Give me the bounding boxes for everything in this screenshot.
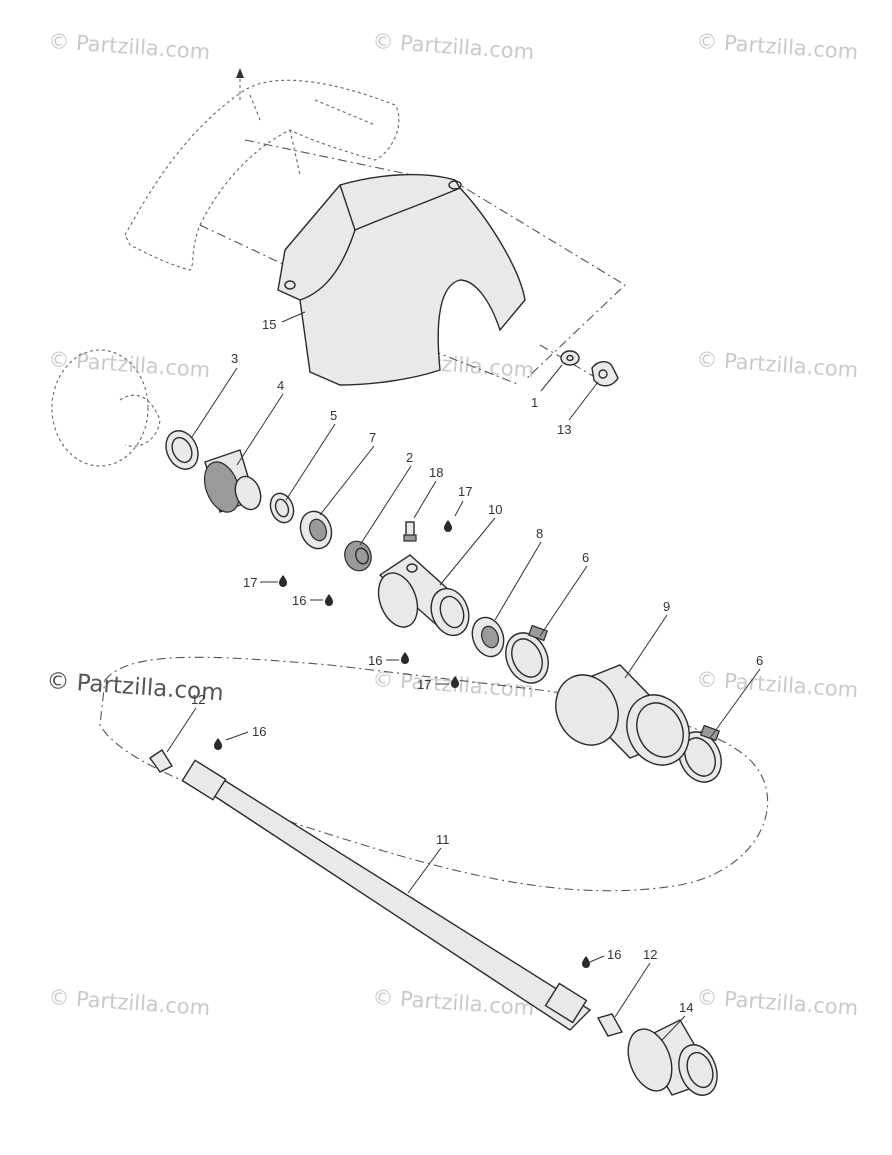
drop-icon	[582, 956, 590, 968]
part-10-bearing-housing	[377, 554, 470, 637]
part-6-hose-clamp	[505, 624, 549, 684]
watermark: © Partzilla.com	[696, 985, 859, 1020]
part-1-washer	[560, 350, 580, 366]
part-6-hose-clamp	[678, 724, 722, 783]
part-3-clamp-ring	[165, 430, 199, 470]
phantom-engine	[51, 349, 161, 467]
grease-drop-icons	[214, 520, 590, 968]
callout-10: 10	[488, 502, 502, 517]
callout-16: 16	[292, 593, 306, 608]
callout-8: 8	[536, 526, 543, 541]
part-14-sleeve	[627, 1019, 718, 1096]
callout-7: 7	[369, 430, 376, 445]
part-9-boot	[555, 664, 690, 766]
part-18-grease-fitting	[403, 521, 417, 542]
callout-17: 17	[417, 677, 431, 692]
callout-14: 14	[679, 1000, 693, 1015]
watermark-layer: © Partzilla.com © Partzilla.com © Partzi…	[46, 29, 859, 1020]
callout-9: 9	[663, 599, 670, 614]
watermark: © Partzilla.com	[696, 347, 859, 382]
drop-icon	[451, 676, 459, 688]
callout-16: 16	[252, 724, 266, 739]
callout-6: 6	[582, 550, 589, 565]
drop-icon	[444, 520, 452, 532]
callout-labels: 15 3 4 5 7 2 18 17 10 8 6 9 6 1 13 17 16…	[191, 317, 763, 1015]
part-7-bearing-seal	[299, 510, 333, 550]
callout-6: 6	[756, 653, 763, 668]
part-13-wing-nut	[591, 361, 619, 387]
drop-icon	[325, 594, 333, 606]
callout-11: 11	[436, 832, 450, 847]
drop-icon	[401, 652, 409, 664]
callout-5: 5	[330, 408, 337, 423]
drop-icon	[214, 738, 222, 750]
callout-4: 4	[277, 378, 284, 393]
callout-15: 15	[262, 317, 276, 332]
watermark: © Partzilla.com	[696, 667, 859, 702]
callout-17: 17	[458, 484, 472, 499]
callout-18: 18	[429, 465, 443, 480]
watermark: © Partzilla.com	[48, 29, 211, 64]
callout-1: 1	[531, 395, 538, 410]
callout-13: 13	[557, 422, 571, 437]
arrow-icon	[236, 68, 244, 78]
drop-icon	[279, 575, 287, 587]
callout-2: 2	[406, 450, 413, 465]
part-12-cap	[596, 1013, 624, 1037]
watermark: © Partzilla.com	[48, 985, 211, 1020]
callout-12: 12	[191, 692, 205, 707]
watermark: © Partzilla.com	[48, 347, 211, 382]
callout-17: 17	[243, 575, 257, 590]
callout-16: 16	[368, 653, 382, 668]
part-8-seal	[471, 616, 505, 658]
part-11-drive-shaft	[181, 759, 592, 1031]
part-2-bearing	[344, 540, 372, 572]
callout-12: 12	[643, 947, 657, 962]
callout-16: 16	[607, 947, 621, 962]
part-12-cap	[149, 749, 174, 773]
part-5-seal	[269, 492, 295, 524]
part-4-coupler	[203, 449, 262, 513]
watermark: © Partzilla.com	[372, 29, 535, 64]
leader-lines	[166, 311, 761, 1041]
phantom-hull	[124, 68, 400, 271]
watermark: © Partzilla.com	[696, 29, 859, 64]
callout-3: 3	[231, 351, 238, 366]
part-15-cover	[277, 173, 526, 386]
